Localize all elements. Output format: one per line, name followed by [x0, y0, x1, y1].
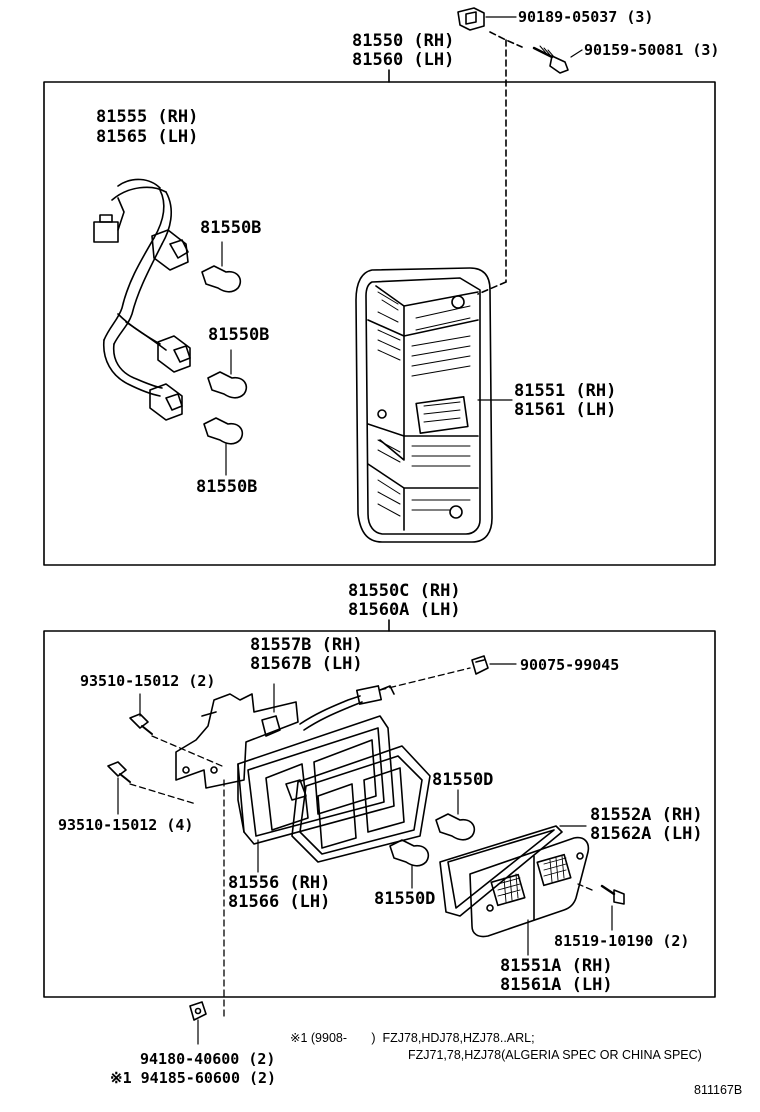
- upper-assembly-frame: [43, 81, 716, 566]
- figure-code: 811167B: [694, 1083, 743, 1097]
- lens-pattern: [377, 291, 471, 517]
- clip-label: 90189-05037 (3): [518, 8, 654, 26]
- lower-assembly-rh-label: 81550C (RH): [348, 581, 461, 601]
- bulb-label-2: 81550B: [208, 325, 270, 345]
- tail-lamp-lens: [355, 267, 493, 543]
- screw-part: [532, 45, 569, 74]
- grommet-label: 90075-99045: [520, 656, 620, 674]
- lens-rh-label: 81551 (RH): [514, 381, 617, 401]
- lower-lens-lh-label: 81561A (LH): [500, 975, 613, 995]
- lamp-housing: [237, 715, 395, 845]
- spec-note-line-1: ※1 (9908- ) FZJ78,HDJ78,HZJ78..ARL;: [290, 1031, 535, 1045]
- lower-assembly-lh-label: 81560A (LH): [348, 600, 461, 620]
- housing-rh-label: 81556 (RH): [228, 873, 331, 893]
- bulb-label-3: 81550B: [196, 477, 258, 497]
- socket-harness: [93, 178, 191, 421]
- socket-rh-label: 81555 (RH): [96, 107, 199, 127]
- screw-label: 90159-50081 (3): [584, 41, 720, 59]
- screw-b-part: [107, 761, 131, 783]
- gasket-part: [439, 825, 563, 917]
- lens-screw-label: 81519-10190 (2): [554, 932, 690, 950]
- nut-label: 94180-40600 (2): [140, 1050, 276, 1068]
- nut-alt-label: ※1 94185-60600 (2): [110, 1069, 277, 1087]
- lamp-lens: [469, 836, 590, 938]
- grommet-part: [471, 655, 489, 675]
- clip-part: [457, 7, 485, 31]
- lens-lh-label: 81561 (LH): [514, 400, 617, 420]
- bulb-d1-label: 81550D: [432, 770, 494, 790]
- bulb-part: [435, 789, 476, 841]
- socket-lh-label: 81565 (LH): [96, 127, 199, 147]
- screw-a-label: 93510-15012 (2): [80, 672, 216, 690]
- reflector-part: [285, 745, 431, 863]
- upper-assembly-rh-label: 81550 (RH): [352, 31, 455, 51]
- gasket-rh-label: 81552A (RH): [590, 805, 703, 825]
- bulb-part: [389, 839, 430, 889]
- bulb-d2-label: 81550D: [374, 889, 436, 909]
- lens-screw-part: [600, 884, 625, 905]
- bulb-part: [207, 349, 248, 399]
- screw-b-label: 93510-15012 (4): [58, 816, 194, 834]
- screw-a-part: [129, 713, 153, 735]
- bulb-part: [203, 417, 244, 476]
- bracket-rh-label: 81557B (RH): [250, 635, 363, 655]
- spec-note-line-2: FZJ71,78,HZJ78(ALGERIA SPEC OR CHINA SPE…: [408, 1048, 702, 1062]
- bulb-part: [201, 241, 242, 293]
- bulb-label-1: 81550B: [200, 218, 262, 238]
- bracket-part: [175, 693, 299, 789]
- gasket-lh-label: 81562A (LH): [590, 824, 703, 844]
- housing-lh-label: 81566 (LH): [228, 892, 331, 912]
- lower-lens-rh-label: 81551A (RH): [500, 956, 613, 976]
- nut-part: [189, 1001, 207, 1021]
- wire-part: [299, 685, 395, 731]
- lens-grid: [497, 855, 567, 903]
- bracket-lh-label: 81567B (LH): [250, 654, 363, 674]
- upper-assembly-lh-label: 81560 (LH): [352, 50, 455, 70]
- lower-assembly-frame: [43, 630, 716, 998]
